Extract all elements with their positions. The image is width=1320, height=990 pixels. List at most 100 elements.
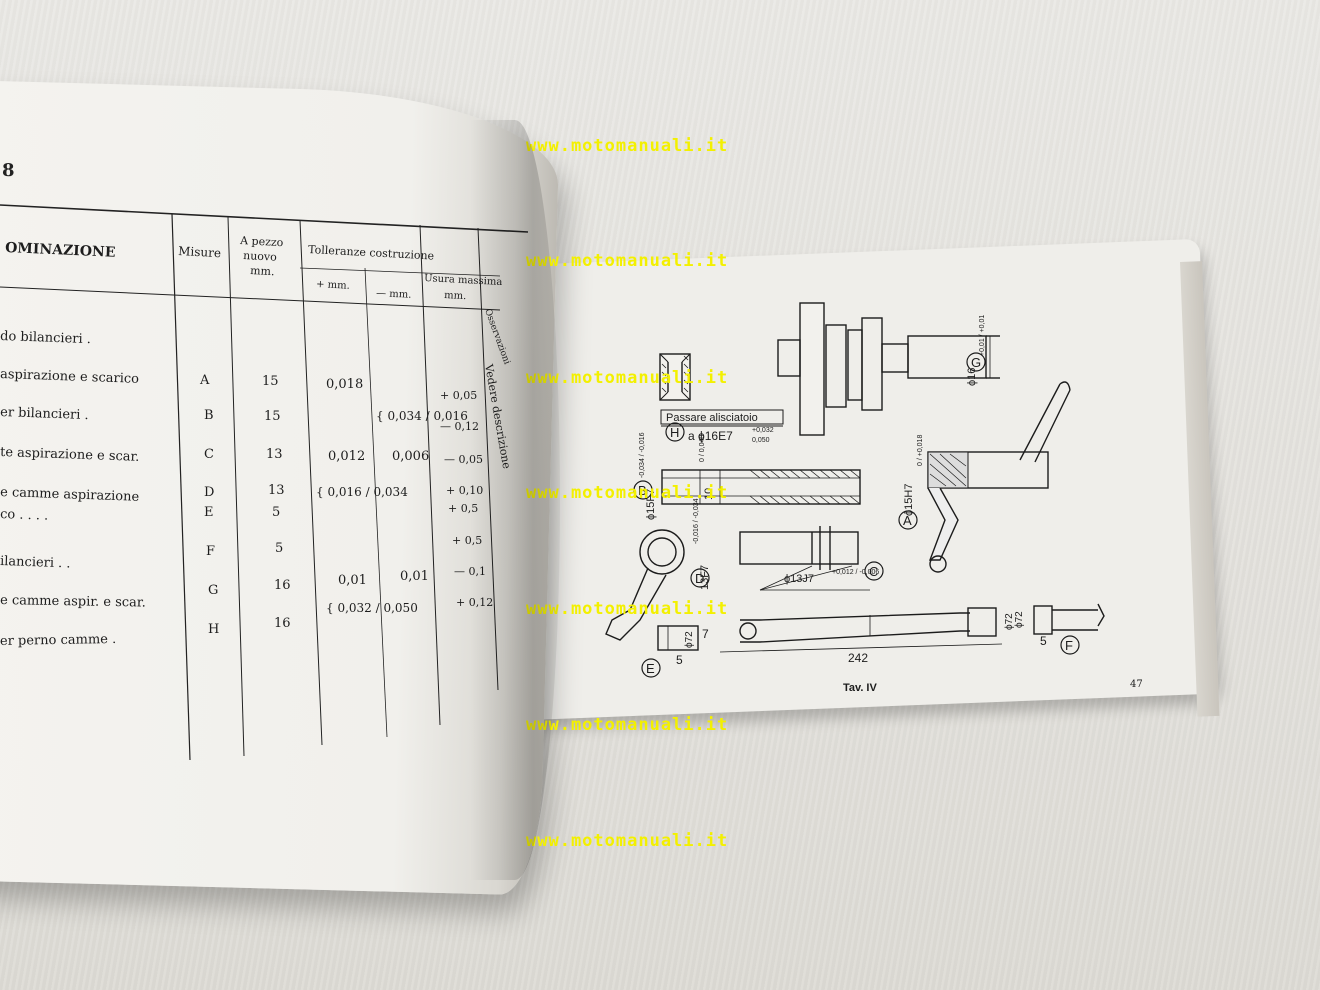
- rocker-d-drawing: [605, 529, 699, 651]
- camshaft-drawing: [777, 302, 1000, 436]
- row-pezzo-5: 5: [272, 505, 280, 520]
- table-rows: do bilancieri . aspirazione e scarico A …: [0, 329, 493, 649]
- row-misura-3: C: [204, 447, 214, 462]
- callout-a: A: [903, 513, 912, 528]
- row-name-5: co . . . .: [0, 507, 49, 524]
- row-plus-1: 0,018: [326, 377, 363, 392]
- push-rod-drawing: [739, 603, 1105, 643]
- row-name-4: e camme aspirazione: [0, 485, 140, 505]
- dim-72a-label: ϕ72: [684, 631, 695, 648]
- g-tol-label: +0,01 / +0,01: [979, 315, 986, 356]
- g-spec-label: ϕ16: [966, 368, 978, 386]
- callout-c: C: [869, 564, 878, 579]
- row-usura-6: + 0,5: [452, 534, 482, 547]
- row-minus-7: 0,01: [400, 569, 429, 584]
- a-tol-label: 0 / +0,018: [917, 435, 924, 466]
- row-usura-7: — 0,1: [454, 565, 486, 578]
- row-usura-3: — 0,05: [444, 453, 483, 466]
- row-plus-7: 0,01: [338, 573, 367, 588]
- callout-b: B: [638, 483, 647, 498]
- row-pezzo-8: 16: [274, 616, 291, 631]
- header-pezzo-1: A pezzo: [239, 234, 284, 249]
- dim-242-label: 242: [848, 651, 868, 665]
- callout-g: G: [971, 355, 981, 370]
- d-tol-label: -0,016 / -0,034: [693, 498, 700, 544]
- row-misura-6: F: [206, 544, 215, 559]
- row-plus-4: { 0,016 / 0,034: [316, 485, 408, 499]
- header-osservazioni: Osservazioni: [482, 308, 511, 366]
- row-usura-8: + 0,12: [456, 596, 493, 609]
- header-pezzo-3: mm.: [250, 264, 275, 278]
- h-spec-label: a ϕ16E7: [688, 429, 733, 443]
- row-pezzo-1: 15: [262, 374, 279, 389]
- b-len-label: 10: [703, 488, 715, 500]
- d-spec-label: 13F7: [699, 565, 711, 590]
- watermark-4: www.motomanuali.it: [526, 483, 728, 503]
- row-pezzo-4: 13: [268, 483, 285, 498]
- a-spec-label: ϕ15H7: [903, 484, 915, 516]
- row-pezzo-6: 5: [275, 541, 283, 556]
- watermark-1: www.motomanuali.it: [526, 136, 728, 156]
- row-pezzo-7: 16: [274, 578, 291, 593]
- page-number: 47: [1130, 679, 1143, 690]
- c-tol-label: +0,012 / -0,006: [832, 569, 879, 576]
- row-plus-3: 0,012: [328, 449, 365, 464]
- c-spec-label: ϕ13J7: [784, 573, 814, 585]
- b-tol2-label: 0 / 0,040: [699, 435, 706, 462]
- row-name-1: aspirazione e scarico: [0, 367, 139, 387]
- row-usura-4: + 0,10: [446, 484, 483, 497]
- row-name-0: do bilancieri .: [0, 329, 91, 347]
- header-misure: Misure: [178, 244, 222, 260]
- dim-72b-label: ϕ72: [1014, 611, 1025, 628]
- row-misura-8: H: [208, 622, 219, 637]
- row-name-8: er perno camme .: [0, 632, 116, 649]
- row-usura-5: + 0,5: [448, 502, 478, 515]
- b-spec-label: ϕ15F7: [645, 489, 657, 520]
- passare-label: Passare alisciatoio: [666, 412, 758, 424]
- callout-f: F: [1065, 638, 1073, 653]
- h-tol-top: +0,032: [752, 427, 774, 434]
- header-pezzo-2: nuovo: [243, 249, 278, 264]
- row-misura-5: E: [204, 505, 214, 520]
- b-tol-label: -0,034 / -0,016: [639, 432, 646, 478]
- row-plus-8: { 0,032 / 0,050: [326, 601, 418, 615]
- row-misura-7: G: [208, 583, 218, 598]
- header-denominazione: OMINAZIONE: [5, 240, 116, 261]
- row-misura-1: A: [199, 373, 210, 388]
- spec-table: OMINAZIONE Misure A pezzo nuovo mm. Toll…: [0, 204, 529, 761]
- watermark-2: www.motomanuali.it: [526, 251, 728, 271]
- row-misura-4: D: [204, 485, 214, 500]
- row-name-7: e camme aspir. e scar.: [0, 593, 146, 611]
- header-usura-2: mm.: [444, 290, 467, 302]
- row-pezzo-3: 13: [266, 447, 283, 462]
- callout-letters: G H B A C D E F: [633, 352, 1080, 678]
- dim-5b-label: 5: [1040, 634, 1047, 648]
- table-caption: Tav. IV: [843, 682, 877, 694]
- bushing-b-drawing: [661, 469, 861, 505]
- dim-72c-label: ϕ72: [1004, 613, 1015, 630]
- row-name-6: ilancieri . .: [0, 554, 71, 571]
- header-usura-1: Usura massima: [424, 273, 503, 288]
- row-minus-3: 0,006: [392, 449, 429, 464]
- callout-d: D: [695, 571, 704, 586]
- row-misura-2: B: [204, 408, 214, 423]
- rocker-arm-a-drawing: [927, 381, 1071, 573]
- row-pezzo-2: 15: [264, 409, 281, 424]
- row-plus-2: { 0,034 / 0,016: [376, 409, 468, 423]
- row-usura-2: — 0,12: [440, 420, 479, 433]
- header-plus-mm: + mm.: [316, 279, 350, 292]
- row-name-2: er bilancieri .: [0, 405, 89, 423]
- watermark-3: www.motomanuali.it: [526, 368, 728, 388]
- dim-7-label: 7: [702, 627, 709, 641]
- row-usura-1: + 0,05: [440, 389, 477, 402]
- callout-e: E: [646, 661, 655, 676]
- h-tol-bot: 0,050: [752, 437, 770, 444]
- header-tolleranze: Tolleranze costruzione: [308, 243, 435, 263]
- technical-drawing: ϕ16 +0,01 / +0,01 Passare alisciatoio a …: [605, 302, 1143, 694]
- dim-5a-label: 5: [676, 653, 683, 667]
- watermark-7: www.motomanuali.it: [526, 831, 728, 851]
- callout-h: H: [670, 425, 679, 440]
- left-page-mark: 8: [2, 160, 15, 181]
- row-name-3: te aspirazione e scar.: [0, 445, 140, 465]
